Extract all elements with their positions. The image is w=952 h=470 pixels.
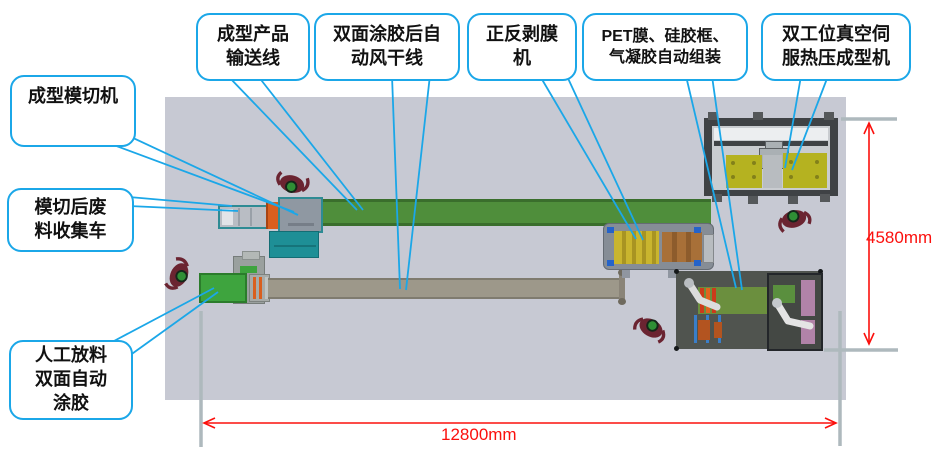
callout-text: PET膜、硅胶框、 (601, 27, 729, 45)
die-plate-mark (288, 223, 314, 226)
base-unit-line (274, 245, 316, 247)
hot-press-forming-machine (704, 112, 838, 204)
callout-air-dry-line: 双面涂胶后自 动风干线 (314, 13, 460, 81)
cart-divider (250, 208, 252, 226)
callout-text: 涂胶 (53, 392, 89, 413)
handle (703, 234, 714, 263)
worker-figure (633, 317, 666, 344)
press-lug (820, 194, 830, 202)
callout-text: 机 (513, 48, 531, 68)
assembly-right-station (767, 273, 823, 351)
peel-roller-block (614, 231, 659, 264)
cart-tray (222, 209, 233, 225)
callout-die-cutting-machine: 成型模切机 (10, 75, 136, 147)
clamp (694, 260, 701, 266)
tower-window (240, 266, 257, 273)
press-lug (708, 112, 718, 120)
orange-fixture (714, 322, 722, 338)
fixture-knob (618, 298, 626, 305)
callout-text: 双工位真空伺 (782, 24, 890, 45)
clamp (694, 227, 701, 233)
gluing-coupler (249, 274, 270, 302)
callout-text: 成型模切机 (28, 86, 118, 106)
coupler-stripe (253, 277, 256, 299)
press-lug (748, 196, 758, 204)
length-dimension-label: 12800mm (441, 425, 517, 444)
worker-figure (778, 210, 812, 233)
air-dry-line-conveyor (268, 278, 620, 299)
clamp (607, 260, 614, 266)
callout-molded-product-conveyor: 成型产品 输送线 (196, 13, 310, 81)
callout-text: 服热压成型机 (782, 48, 890, 68)
press-lug (712, 194, 722, 202)
press-plate-right (783, 153, 827, 188)
callout-waste-cart: 模切后废 料收集车 (7, 188, 134, 252)
molded-product-conveyor (323, 199, 711, 226)
orange-fixture (698, 320, 710, 340)
pink-panel (801, 280, 815, 316)
clamp (607, 227, 614, 233)
assembly-belt (698, 287, 770, 314)
machine-foot (668, 270, 676, 278)
press-plate-left (726, 155, 762, 188)
film-peeling-machine (603, 223, 714, 270)
coupler-stripe (265, 277, 268, 299)
callout-text: 双面涂胶后自 (333, 24, 441, 45)
callout-text: 人工放料 (35, 345, 107, 366)
press-lug (753, 112, 763, 120)
die-cutter-base-unit (269, 231, 319, 258)
peel-drum (662, 232, 702, 262)
waste-collection-cart (218, 205, 268, 229)
callout-film-peeling-machine: 正反剥膜 机 (467, 13, 577, 81)
callout-hot-press-machine: 双工位真空伺 服热压成型机 (761, 13, 911, 81)
length-dimension-line (202, 417, 838, 429)
callout-manual-loading-gluing: 人工放料 双面自动 涂胶 (9, 340, 133, 420)
callout-text: 料收集车 (34, 221, 107, 241)
callout-text: 模切后废 (34, 197, 107, 218)
press-inner (712, 126, 830, 190)
die-cutter-feeder (266, 202, 278, 229)
pink-panel (801, 320, 815, 344)
aerogel-assembly-cell (674, 269, 823, 351)
tower-cap (242, 251, 260, 260)
callout-text: 双面自动 (35, 369, 107, 390)
press-lug (788, 196, 798, 204)
callout-text: 动风干线 (351, 48, 423, 68)
height-dimension-label: 4580mm (866, 228, 933, 247)
callout-text: 输送线 (226, 48, 280, 68)
press-lug (824, 112, 834, 120)
cart-divider (238, 208, 240, 226)
callout-text: 气凝胶自动组装 (608, 49, 721, 66)
coupler-stripe (259, 277, 262, 299)
blue-guide (694, 315, 697, 343)
green-tray (773, 285, 795, 303)
callout-text: 成型产品 (217, 24, 289, 45)
callout-text: 正反剥膜 (486, 24, 558, 45)
machine-foot (622, 270, 630, 278)
callout-aerogel-assembly: PET膜、硅胶框、 气凝胶自动组装 (582, 13, 748, 81)
manual-loading-gluing-machine (199, 273, 247, 303)
